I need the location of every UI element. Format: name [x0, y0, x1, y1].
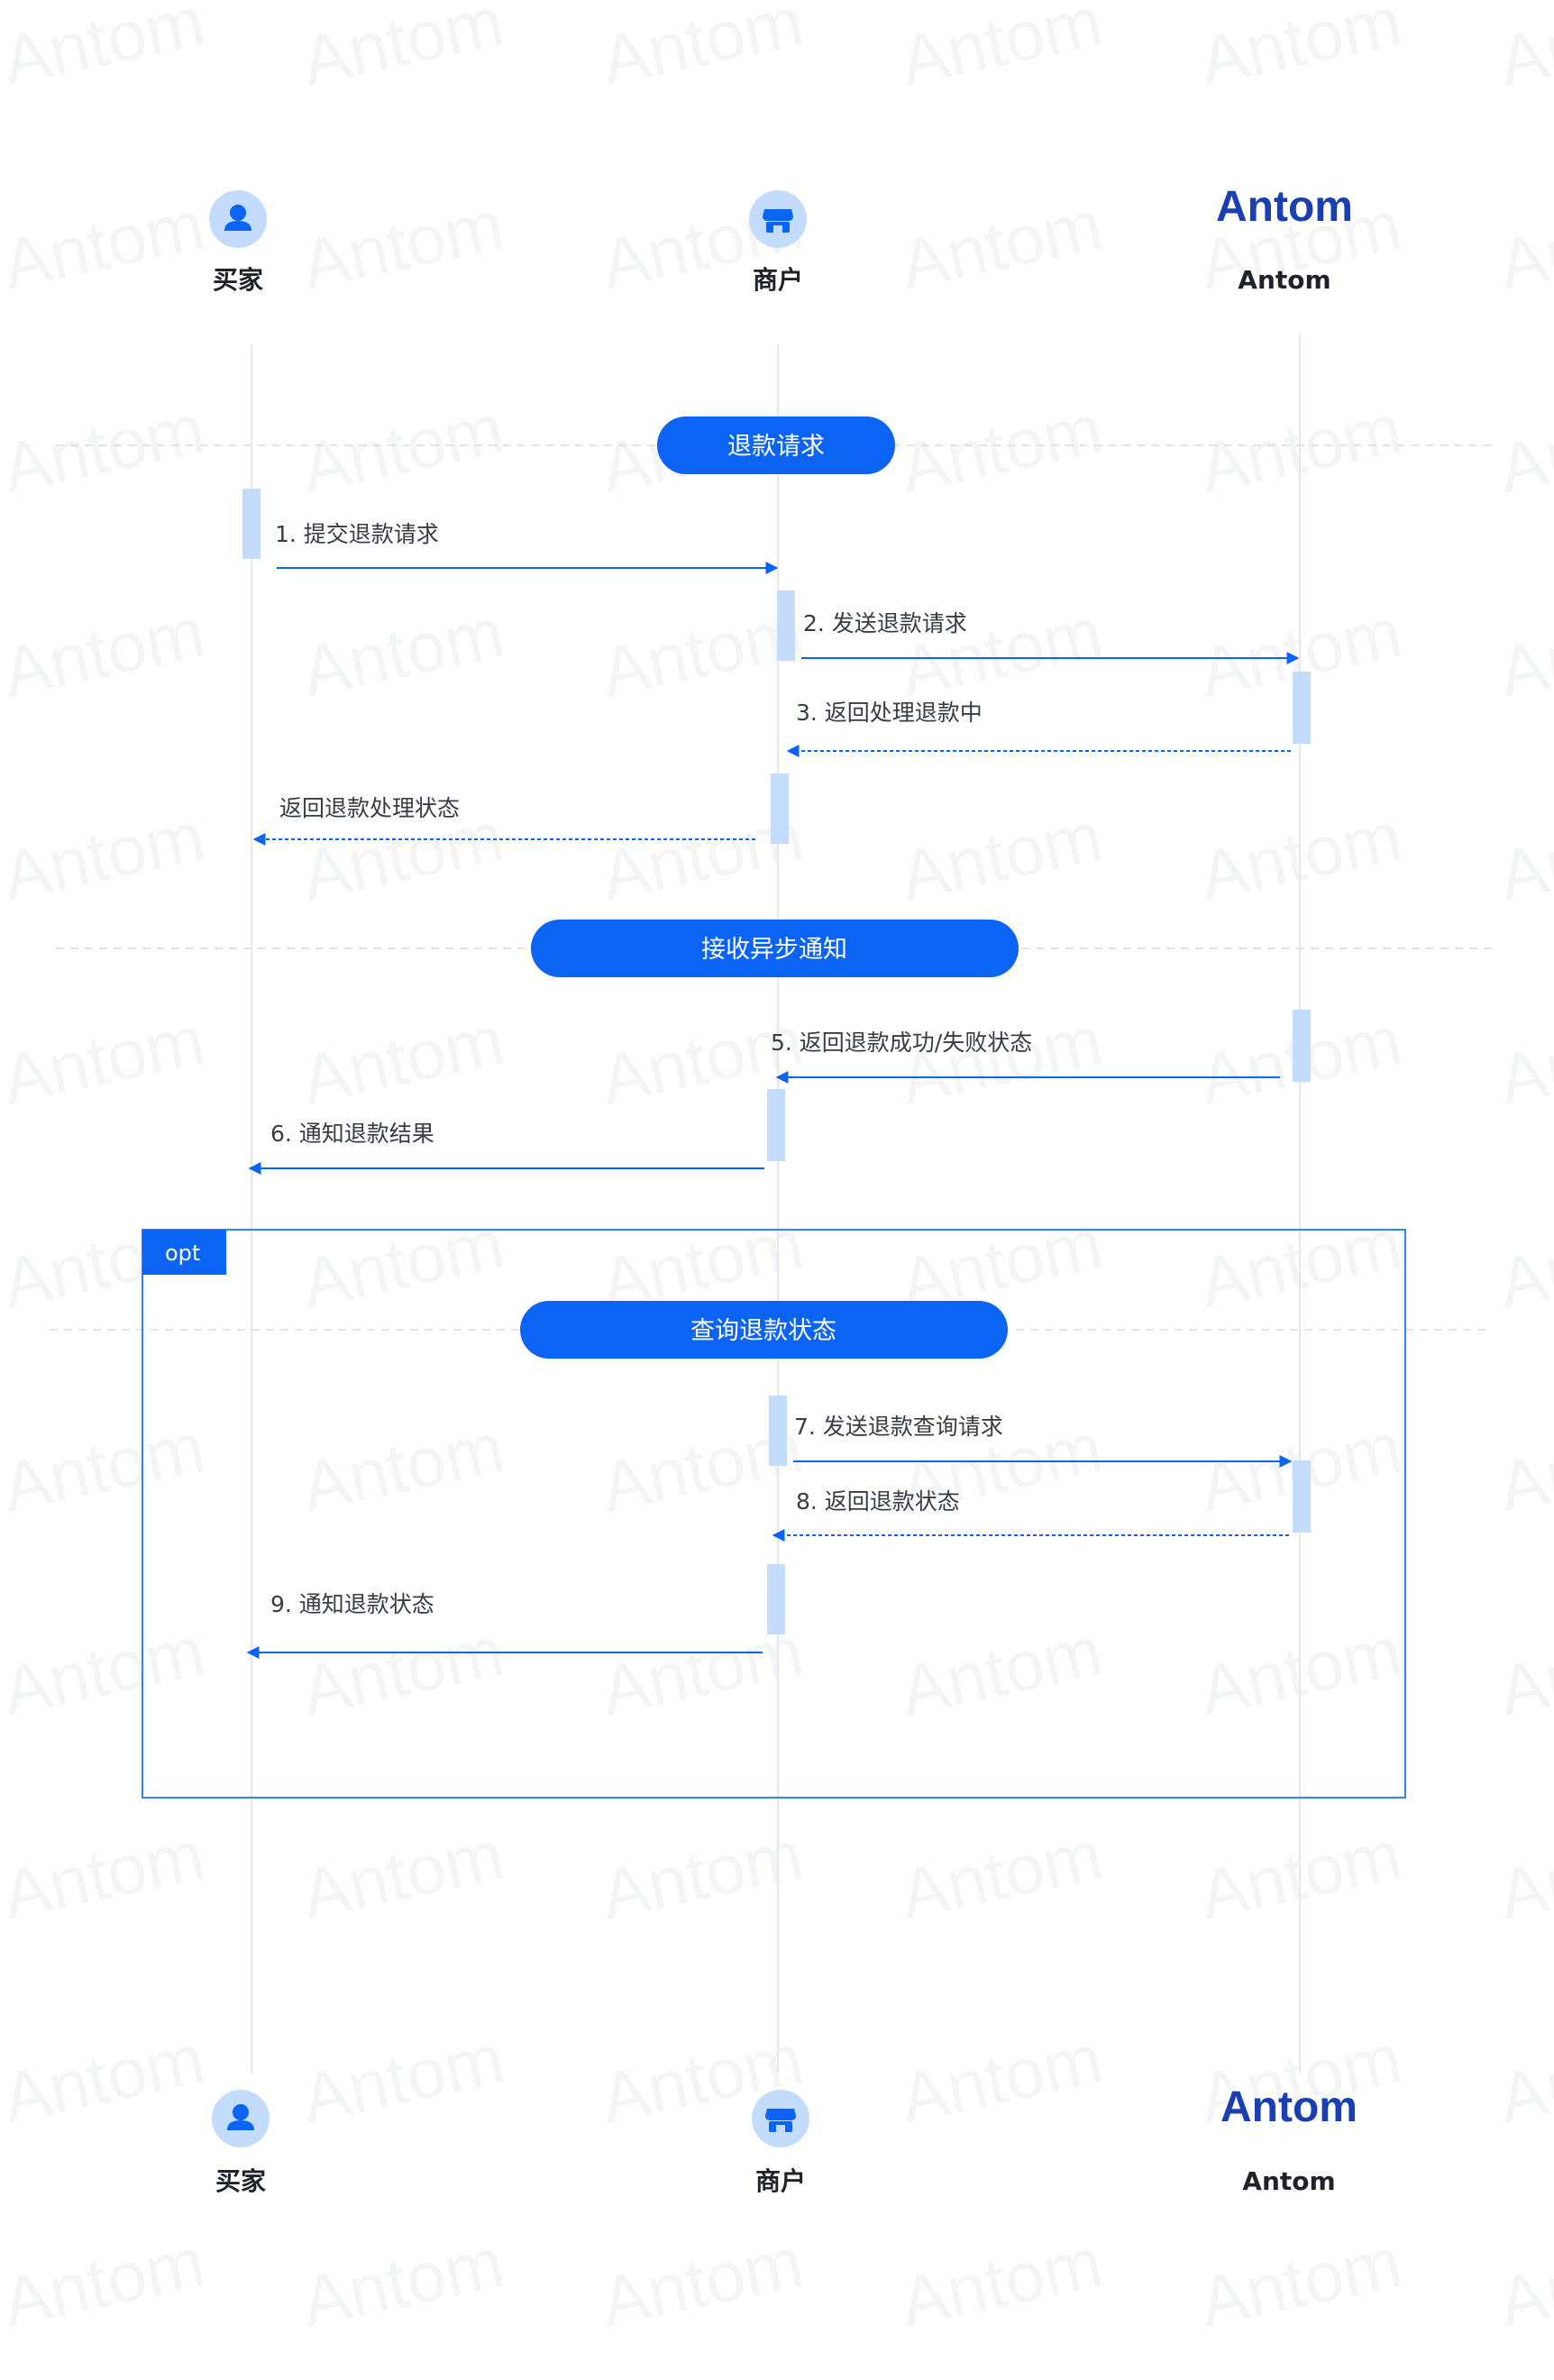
activation-bar	[767, 1564, 785, 1634]
message-7: 7. 发送退款查询请求	[793, 1414, 1293, 1468]
activation-bar	[1293, 1010, 1311, 1082]
actor-name: Antom	[1242, 2166, 1335, 2196]
phase-pill-async-notify: 接收异步通知	[531, 920, 1019, 977]
activation-bar	[767, 1089, 785, 1161]
activation-bar	[771, 774, 789, 844]
user-icon	[227, 2104, 254, 2130]
activation-bar	[777, 590, 795, 661]
message-5: 5. 返回退款成功/失败状态	[771, 1030, 1280, 1084]
message-4: 返回退款处理状态	[252, 795, 755, 846]
message-1: 1. 提交退款请求	[275, 521, 779, 574]
fragment-tag	[142, 1230, 226, 1275]
message-3: 3. 返回处理退款中	[786, 700, 1291, 757]
antom-logo: Antom	[1216, 183, 1353, 231]
message-9: 9. 通知退款状态	[246, 1591, 763, 1659]
actor-antom-top: Antom Antom	[1216, 183, 1353, 295]
phase-pill-refund-request: 退款请求	[657, 416, 895, 474]
activation-bar	[769, 1396, 787, 1466]
phase-label: 退款请求	[727, 433, 825, 461]
actor-buyer-top: 买家	[209, 190, 267, 295]
phase-pill-query-status: 查询退款状态	[520, 1301, 1008, 1359]
actor-name: 买家	[213, 265, 263, 295]
phase-label: 接收异步通知	[701, 936, 847, 964]
actor-name: 买家	[215, 2166, 266, 2196]
message-label: 9. 通知退款状态	[270, 1591, 434, 1617]
antom-logo: Antom	[1220, 2083, 1357, 2131]
actor-name: 商户	[753, 265, 803, 295]
user-icon	[224, 205, 251, 231]
message-label: 2. 发送退款请求	[803, 610, 967, 636]
actor-merchant-bottom: 商户	[752, 2090, 809, 2196]
message-6: 6. 通知退款结果	[248, 1121, 764, 1175]
actor-name: 商户	[755, 2166, 806, 2196]
actor-merchant-top: 商户	[749, 190, 807, 295]
message-label: 3. 返回处理退款中	[796, 700, 983, 726]
actor-buyer-bottom: 买家	[212, 2090, 270, 2196]
message-label: 8. 返回退款状态	[796, 1488, 960, 1515]
message-label: 1. 提交退款请求	[275, 521, 439, 547]
message-2: 2. 发送退款请求	[801, 610, 1300, 664]
message-label: 返回退款处理状态	[279, 795, 460, 821]
activation-bar	[242, 489, 261, 559]
store-icon	[765, 2109, 796, 2132]
opt-fragment: opt	[142, 1229, 1406, 1799]
activation-bar	[1293, 672, 1311, 744]
store-icon	[763, 209, 793, 233]
fragment-label: opt	[165, 1240, 200, 1266]
message-label: 5. 返回退款成功/失败状态	[771, 1030, 1032, 1056]
message-label: 7. 发送退款查询请求	[794, 1414, 1003, 1440]
message-8: 8. 返回退款状态	[772, 1488, 1289, 1542]
activation-bar	[1293, 1460, 1311, 1533]
fragment-frame	[142, 1229, 1406, 1799]
actor-antom-bottom: Antom Antom	[1220, 2083, 1357, 2196]
message-label: 6. 通知退款结果	[270, 1121, 434, 1147]
phase-label: 查询退款状态	[690, 1317, 836, 1345]
actor-name: Antom	[1238, 265, 1330, 295]
